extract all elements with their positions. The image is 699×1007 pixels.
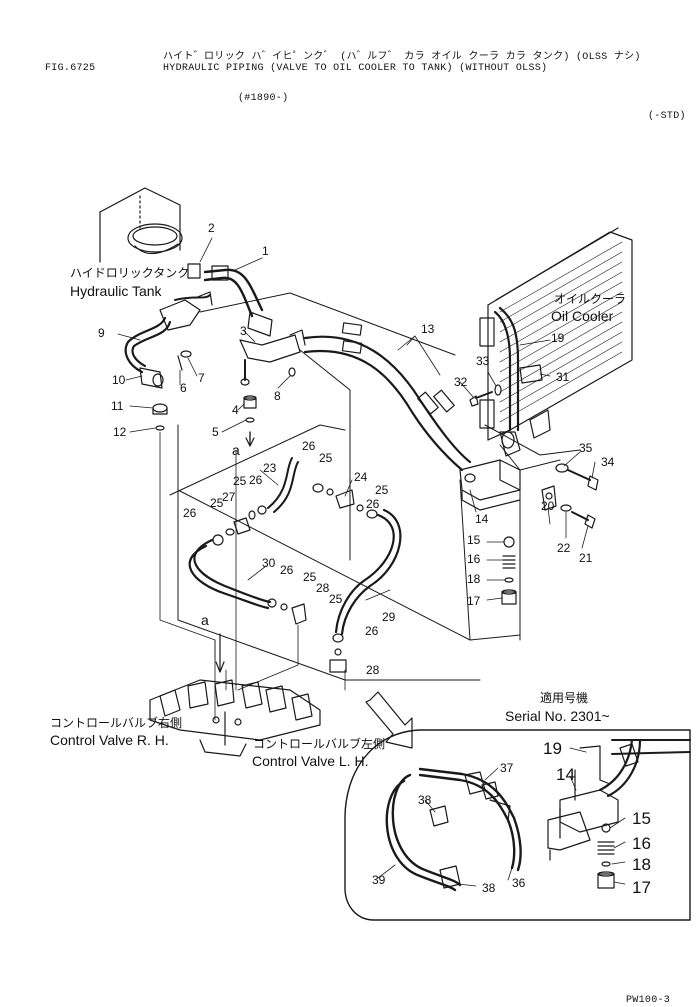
callout-26: 26 — [183, 506, 197, 520]
callout-22: 22 — [557, 541, 571, 555]
callout-25: 25 — [329, 592, 343, 606]
callout-17: 17 — [632, 878, 651, 897]
callout-21: 21 — [579, 551, 593, 565]
callout-13: 13 — [421, 322, 435, 336]
detail-arrow — [365, 691, 413, 749]
callout-26: 26 — [280, 563, 294, 577]
callout-19: 19 — [543, 739, 562, 758]
frame-lines — [169, 292, 581, 681]
bolt-32 — [469, 384, 502, 407]
callout-25: 25 — [375, 483, 389, 497]
callout-26: 26 — [249, 473, 263, 487]
hose-29 — [334, 508, 402, 636]
callout-38: 38 — [418, 793, 432, 807]
oil-cooler-label-en: Oil Cooler — [551, 308, 614, 324]
callout-1: 1 — [262, 244, 269, 258]
spec-label: (-STD) — [648, 111, 686, 122]
callout-16: 16 — [632, 834, 651, 853]
callout-25: 25 — [303, 570, 317, 584]
callout-26: 26 — [366, 497, 380, 511]
title-english: HYDRAULIC PIPING (VALVE TO OIL COOLER TO… — [163, 63, 548, 74]
connector-mark-a-bottom: a — [201, 612, 209, 628]
callout-35: 35 — [579, 441, 593, 455]
callout-27: 27 — [222, 490, 236, 504]
callout-6: 6 — [180, 381, 187, 395]
callout-2: 2 — [208, 221, 215, 235]
callout-7: 7 — [198, 371, 205, 385]
callout-17: 17 — [467, 594, 481, 608]
small-fittings — [212, 483, 378, 673]
tube-23 — [267, 457, 299, 513]
inset-applicable-label: 適用号機 — [540, 691, 589, 705]
callout-33: 33 — [476, 354, 490, 368]
callout-15: 15 — [632, 809, 651, 828]
callout-28: 28 — [316, 581, 330, 595]
fitting-block-3 — [177, 329, 306, 447]
callout-5: 5 — [212, 425, 219, 439]
hydraulic-tank-label-jp: ハイドロリックタンク — [70, 266, 190, 280]
callout-20: 20 — [541, 499, 555, 513]
callout-19: 19 — [551, 331, 565, 345]
valve-block-14 — [459, 431, 521, 511]
connector-mark-a-top: a — [232, 442, 240, 458]
callout-numbers: 1234567891011121314151617181920212223242… — [98, 221, 651, 897]
callout-37: 37 — [500, 761, 514, 775]
callout-18: 18 — [467, 572, 481, 586]
hose-13 — [303, 322, 472, 472]
callout-12: 12 — [113, 425, 127, 439]
inset-box — [344, 729, 691, 921]
callout-36: 36 — [512, 876, 526, 890]
control-valve-drawing — [149, 679, 321, 757]
control-valve-lh-label-jp: コントロールバルブ左側 — [253, 737, 386, 751]
hose-1 — [187, 263, 273, 337]
callout-8: 8 — [274, 389, 281, 403]
callout-29: 29 — [382, 610, 396, 624]
bracket-20 — [541, 485, 596, 529]
hose-19 — [493, 306, 543, 432]
callout-26: 26 — [302, 439, 316, 453]
callout-leaders — [117, 237, 626, 887]
callout-25: 25 — [233, 474, 247, 488]
callout-16: 16 — [467, 552, 481, 566]
callout-31: 31 — [556, 370, 570, 384]
callout-9: 9 — [98, 326, 105, 340]
callout-10: 10 — [112, 373, 126, 387]
plug-stack — [501, 536, 517, 605]
bolt-34 — [529, 409, 599, 491]
callout-4: 4 — [232, 403, 239, 417]
callout-25: 25 — [210, 496, 224, 510]
control-valve-rh-label-en: Control Valve R. H. — [50, 732, 169, 748]
control-valve-lh-label-en: Control Valve L. H. — [252, 753, 369, 769]
callout-23: 23 — [263, 461, 277, 475]
callout-30: 30 — [262, 556, 276, 570]
callout-34: 34 — [601, 455, 615, 469]
figure-number: FIG.6725 — [45, 63, 96, 74]
hydraulic-tank-drawing — [99, 187, 183, 263]
fittings-10-11-12 — [139, 367, 168, 431]
control-valve-rh-label-jp: コントロールバルブ右側 — [50, 716, 183, 730]
callout-38: 38 — [482, 881, 496, 895]
callout-28: 28 — [366, 663, 380, 677]
callout-11: 11 — [111, 399, 124, 413]
callout-39: 39 — [372, 873, 386, 887]
hose-30 — [188, 538, 272, 610]
page-code: PW100-3 — [626, 995, 671, 1006]
callout-18: 18 — [632, 855, 651, 874]
callout-26: 26 — [365, 624, 379, 638]
callout-24: 24 — [354, 470, 368, 484]
oil-cooler-label-jp: オイルクーラ — [554, 292, 627, 306]
callout-25: 25 — [319, 451, 333, 465]
callout-3: 3 — [240, 324, 247, 338]
hydraulic-tank-label-en: Hydraulic Tank — [70, 283, 162, 299]
connector-arrows — [215, 431, 251, 673]
callout-14: 14 — [475, 512, 489, 526]
title-japanese: ハイト゛ロリック ハ゛イヒ゜ンク゛ (ハ゛ルフ゛ カラ オイル クーラ カラ タ… — [163, 52, 641, 63]
serial-range: (#1890-) — [238, 93, 289, 104]
inset-serial-label: Serial No. 2301~ — [505, 708, 610, 724]
callout-32: 32 — [454, 375, 468, 389]
pipe-9 — [124, 291, 213, 374]
callout-14: 14 — [556, 765, 575, 784]
callout-15: 15 — [467, 533, 481, 547]
